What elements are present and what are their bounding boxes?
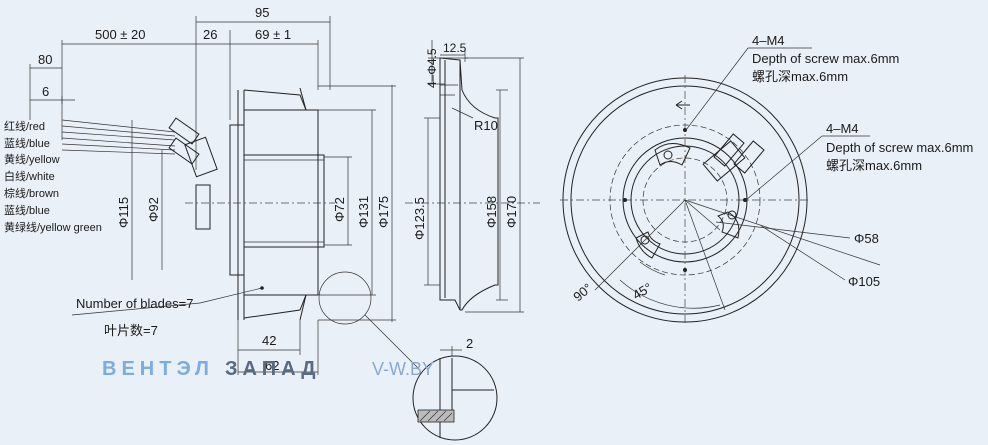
- blades-note-en: Number of blades=7: [76, 296, 193, 311]
- cable-bundle: [61, 119, 176, 155]
- wire-label-red: 红线/red: [4, 119, 45, 133]
- dim-depth-26: 26: [203, 27, 217, 42]
- screw-note-1-en: Depth of screw max.6mm: [752, 51, 899, 66]
- angle-arc-90: [619, 279, 721, 309]
- dim-dia-131: Φ131: [356, 196, 371, 228]
- dim-strip-6: 6: [42, 84, 49, 99]
- screw-note-1-title: 4–M4: [752, 33, 785, 48]
- dim-overall-width: 95: [255, 5, 269, 20]
- dim-detail-2: 2: [466, 336, 473, 351]
- detail-circle: [412, 355, 498, 441]
- mounting-lug: [635, 143, 740, 259]
- dim-bottom-42: 42: [262, 333, 276, 348]
- wire-label-yellow: 黄线/yellow: [4, 152, 60, 166]
- angle-arc-45: [639, 261, 666, 276]
- detail-marker-circle: [318, 271, 372, 325]
- dim-angle-90: 90°: [570, 280, 595, 304]
- wire-label-brown: 棕线/brown: [4, 186, 59, 200]
- blades-note-cn: 叶片数=7: [104, 323, 158, 338]
- dim-dia-115: Φ115: [116, 197, 131, 228]
- section-outline: [439, 57, 461, 311]
- dim-depth-69: 69 ± 1: [255, 27, 291, 42]
- dim-holes-4-45: 4–Φ4.5: [425, 48, 439, 88]
- watermark-text-1: ВЕНТЭЛ: [102, 358, 214, 380]
- motor-plate: [229, 124, 245, 276]
- wire-label-yellow-green: 黄绿线/yellow green: [4, 220, 102, 234]
- wire-label-white: 白线/white: [4, 169, 55, 183]
- dim-dia-170: Φ170: [504, 196, 519, 228]
- watermark: ВЕНТЭЛ ЗАПАД V-W.BY: [102, 358, 434, 380]
- dim-strip-80: 80: [38, 52, 52, 67]
- dim-dia-123-5: Φ123.5: [412, 197, 427, 240]
- wire-label-blue-2: 蓝线/blue: [4, 203, 50, 217]
- dim-flange-12-5: 12.5: [443, 41, 467, 55]
- screw-note-2-title: 4–M4: [826, 121, 859, 136]
- watermark-url: V-W.BY: [372, 359, 434, 379]
- wire-legend: 红线/red 蓝线/blue 黄线/yellow 白线/white 棕线/bro…: [4, 119, 102, 234]
- screw-note-2-cn: 螺孔深max.6mm: [826, 158, 922, 173]
- motor-stator: [195, 184, 211, 230]
- dim-dia-105: Φ105: [848, 274, 880, 289]
- wire-label-blue: 蓝线/blue: [4, 136, 50, 150]
- dim-cable-length: 500 ± 20: [95, 27, 146, 42]
- dim-angle-45: 45°: [630, 280, 655, 303]
- dim-dia-158: Φ158: [484, 196, 499, 228]
- impeller-shroud: [237, 89, 319, 320]
- front-cable-gland: [702, 133, 765, 182]
- side-view: 95 500 ± 20 26 69 ± 1 80 6: [29, 5, 421, 375]
- dim-dia-72: Φ72: [332, 197, 347, 222]
- detail-hatched-section: [417, 409, 455, 423]
- dim-bottom-62: 62: [265, 358, 279, 373]
- cable-gland: [168, 117, 218, 178]
- dim-dia-58: Φ58: [854, 231, 879, 246]
- rotation-arrow-icon: [675, 100, 690, 110]
- screw-note-1-cn: 螺孔深max.6mm: [752, 69, 848, 84]
- section-view: 4–Φ4.5 12.5 R10 Φ123.5 Φ158 Φ170: [405, 40, 540, 313]
- detail-view: 2: [412, 336, 498, 441]
- dim-dia-92: Φ92: [146, 197, 161, 222]
- dim-dia-175: Φ175: [376, 196, 391, 228]
- dim-radius-r10: R10: [474, 118, 498, 133]
- motor-hub: [243, 154, 325, 248]
- front-view: 90° 45°: [560, 47, 881, 325]
- screw-note-2-en: Depth of screw max.6mm: [826, 140, 973, 155]
- watermark-text-2: ЗАПАД: [225, 358, 321, 380]
